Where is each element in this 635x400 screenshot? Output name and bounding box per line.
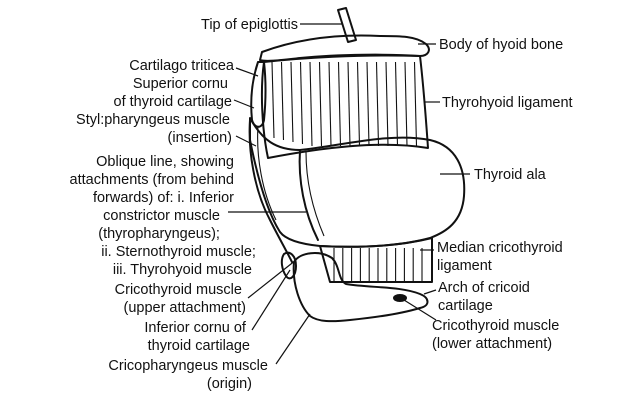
leader-cricopharyngeus	[276, 314, 310, 364]
thyrohyoid-striation	[272, 62, 274, 138]
thyrohyoid-striation	[291, 62, 293, 142]
thyrohyoid-striation	[386, 62, 388, 146]
label-oblique-line: Oblique line, showing attachments (from …	[70, 154, 260, 278]
label-median-cricothyroid-ligament: Median cricothyroid ligament	[437, 240, 567, 274]
larynx-illustration	[250, 8, 465, 321]
thyrohyoid-striations	[272, 62, 417, 146]
label-cartilago-triticea: Cartilago triticea	[129, 58, 235, 74]
label-thyroid-ala: Thyroid ala	[474, 167, 547, 183]
oblique-line	[300, 150, 318, 240]
oblique-line-inner	[306, 152, 324, 236]
label-cricopharyngeus: Cricopharyngeus muscle (origin)	[108, 358, 272, 392]
thyrohyoid-striation	[348, 62, 350, 146]
thyrohyoid-striation	[367, 62, 369, 146]
label-cricothyroid-upper-attachment: Cricothyroid muscle (upper attachment)	[115, 282, 246, 316]
thyrohyoid-striation	[339, 62, 341, 146]
thyrohyoid-striation	[301, 62, 303, 144]
thyrohyoid-striation	[415, 62, 417, 146]
thyrohyoid-striation	[282, 62, 284, 140]
label-stylopharyngeus: Styl:pharyngeus muscle (insertion)	[76, 112, 234, 146]
label-arch-of-cricoid-cartilage: Arch of cricoid cartilage	[438, 280, 534, 314]
thyroid-ala	[250, 118, 464, 247]
label-cricothyroid-lower-attachment: Cricothyroid muscle (lower attachment)	[432, 318, 563, 352]
label-superior-cornu: Superior cornu of thyroid cartilage	[114, 76, 232, 110]
label-inferior-cornu: Inferior cornu of thyroid cartilage	[144, 320, 250, 354]
leader-stylopharyngeus	[236, 136, 256, 146]
thyrohyoid-striation	[405, 62, 407, 146]
median-cricothyroid-ligament	[320, 238, 432, 282]
leader-inferior-cornu	[252, 270, 290, 330]
cricothyroid-ligament-striations	[334, 248, 422, 281]
thyrohyoid-striation	[329, 62, 331, 146]
label-tip-of-epiglottis: Tip of epiglottis	[201, 17, 298, 33]
labels-left: Cartilago triticea Superior cornu of thy…	[70, 58, 272, 392]
thyrohyoid-striation	[396, 62, 398, 146]
label-thyrohyoid-ligament: Thyrohyoid ligament	[442, 95, 573, 111]
thyrohyoid-striation	[358, 62, 360, 146]
label-body-of-hyoid-bone: Body of hyoid bone	[439, 37, 563, 53]
thyrohyoid-striation	[377, 62, 379, 146]
leader-cricoid-arch	[424, 290, 436, 294]
thyrohyoid-striation	[320, 62, 322, 146]
thyrohyoid-striation	[310, 62, 312, 146]
